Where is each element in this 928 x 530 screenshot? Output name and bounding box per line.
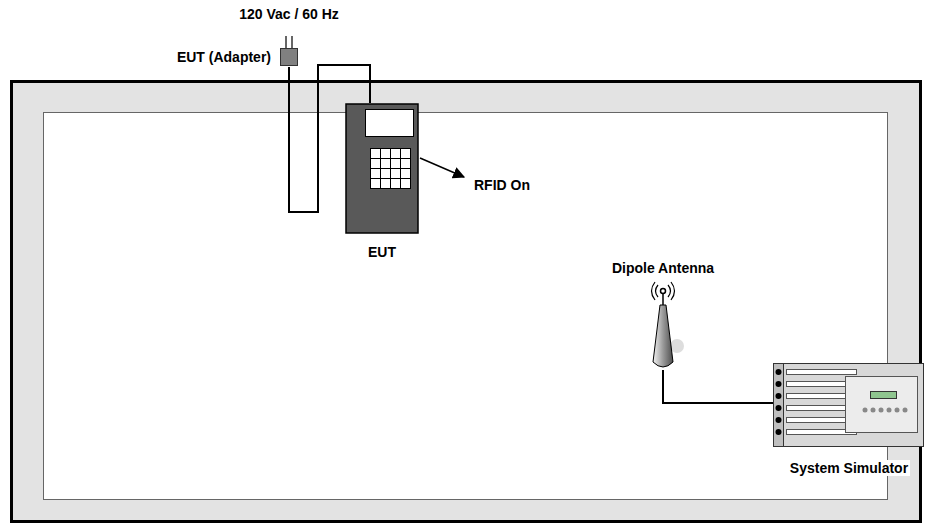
device-screen [366,110,414,137]
chamber-wall [12,82,921,522]
dipole-antenna: Dipole Antenna [610,260,716,370]
device-body [346,104,418,233]
plug-prong [285,36,287,48]
simulator-rack [774,364,924,447]
node-label: EUT (Adapter) [175,49,273,65]
rack-ear [774,364,784,447]
icon-slot [345,103,419,234]
rack-knob [776,381,782,387]
cable [289,65,370,212]
panel-button [879,408,884,413]
dipole-antenna-symbol [652,282,685,367]
rack-knob [776,369,782,375]
handheld-device [346,104,418,233]
panel-button [895,408,900,413]
chamber-interior [44,113,888,500]
icon-slot [643,280,683,370]
antenna-mast [662,294,664,305]
panel-display [871,392,897,399]
rack-body [777,364,924,447]
node-label: Dipole Antenna [610,260,716,276]
rack-knob [776,429,782,435]
plug-prong [291,36,293,48]
front-panel [846,377,918,433]
system-simulator: System Simulator [773,362,925,476]
rack-knob [776,405,782,411]
panel-button [903,408,908,413]
rack-slot [787,370,857,375]
panel-button [871,408,876,413]
rfid-arrow [420,158,464,177]
node-label: EUT [366,244,398,260]
device-keypad [371,149,411,189]
cable [663,370,773,403]
rack-knob [776,393,782,399]
antenna-tip [661,289,666,294]
adapter-symbol [281,49,298,66]
eut-device: EUT [345,103,419,260]
rfid-status-label: RFID On [472,177,532,193]
keypad-grid [371,149,411,189]
power-source-label: 120 Vac / 60 Hz [237,6,341,22]
icon-slot [279,36,299,67]
antenna-base [653,305,673,367]
icon-slot [773,362,925,448]
rack-knob [776,417,782,423]
power-adapter: EUT (Adapter) [175,36,299,67]
panel-button [863,408,868,413]
node-label: System Simulator [788,460,910,476]
panel-button [887,408,892,413]
